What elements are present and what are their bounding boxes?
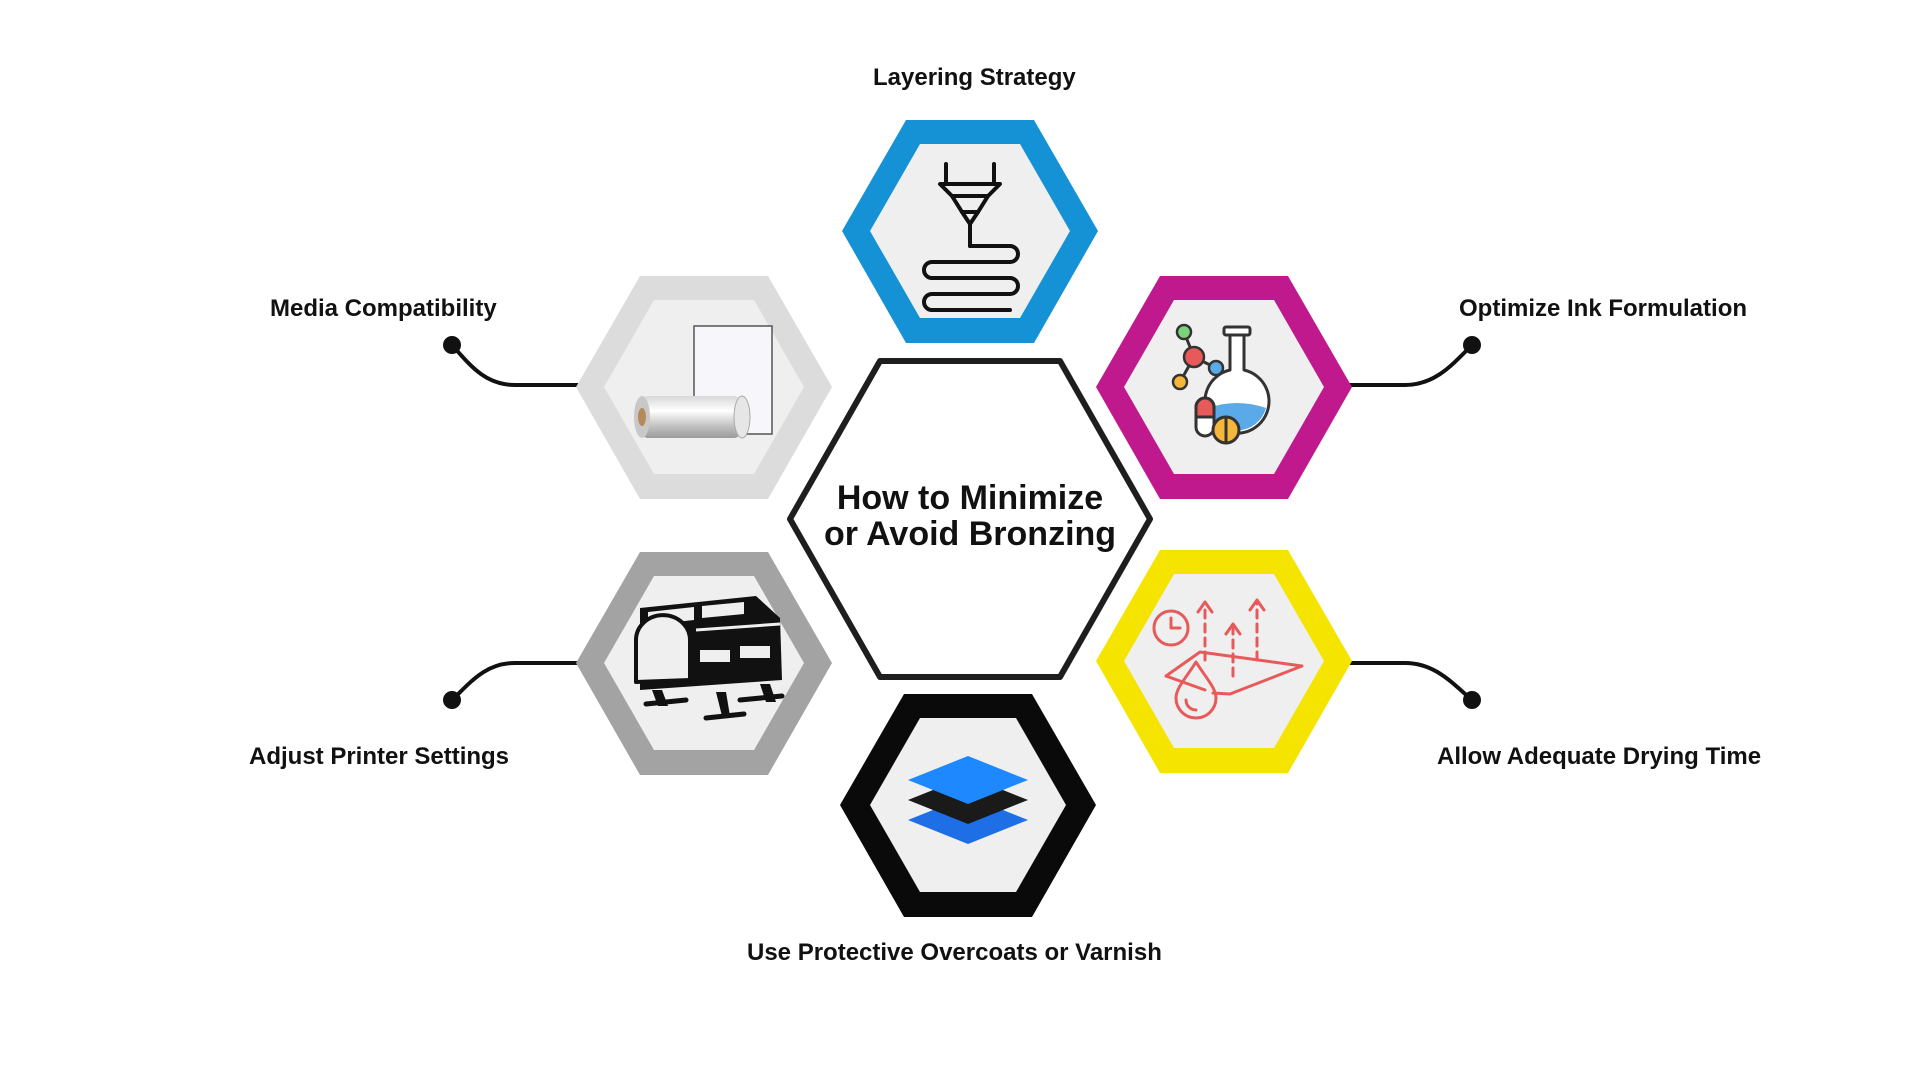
connector-dot-media [443, 336, 461, 354]
label-printer-settings: Adjust Printer Settings [249, 743, 510, 770]
center-hexagon [787, 358, 1153, 680]
hexagon-printer-settings [576, 552, 832, 775]
chemistry-flask-icon [1171, 323, 1271, 445]
label-protective-overcoats: Use Protective Overcoats or Varnish [747, 939, 1162, 966]
connector-ink [1348, 343, 1474, 387]
diagram-title: How to Minimize or Avoid Bronzing [785, 480, 1155, 552]
title-line-2: or Avoid Bronzing [823, 515, 1117, 553]
film-roll-and-sheet-icon [634, 325, 773, 439]
connector-dot-printer [443, 691, 461, 709]
title-line-1: How to Minimize [836, 479, 1104, 517]
hexagon-ink-formulation [1096, 276, 1352, 499]
hexagon-protective-overcoats [840, 694, 1096, 917]
connector-printer [450, 661, 582, 702]
label-ink-formulation: Optimize Ink Formulation [1459, 295, 1748, 322]
connector-dot-ink [1463, 336, 1481, 354]
connector-drying [1348, 661, 1474, 702]
connector-media [450, 343, 582, 387]
label-layering-strategy: Layering Strategy [873, 64, 1076, 91]
label-drying-time: Allow Adequate Drying Time [1437, 743, 1762, 770]
3d-printer-nozzle-icon [922, 162, 1020, 312]
hexagon-media-compatibility [576, 276, 832, 499]
layers-stack-icon [908, 756, 1028, 844]
hexagon-layering-strategy [842, 120, 1098, 343]
hexagon-drying-time [1096, 550, 1352, 773]
label-media-compatibility: Media Compatibility [270, 295, 497, 322]
wide-format-printer-icon [634, 596, 785, 721]
connector-dot-drying [1463, 691, 1481, 709]
evaporation-drop-icon [1152, 598, 1304, 720]
